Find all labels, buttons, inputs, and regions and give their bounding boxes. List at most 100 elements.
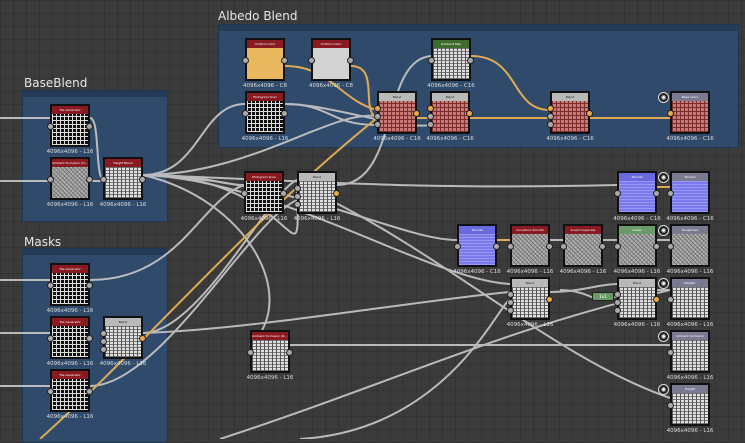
input-port[interactable] bbox=[242, 57, 249, 64]
node-histogram-scan[interactable]: Histogram Scan 4096x4096 - L16 bbox=[241, 171, 287, 222]
input-port[interactable] bbox=[427, 113, 434, 120]
node-height-blend[interactable]: Height Blend 4096x4096 - L16 bbox=[100, 157, 146, 208]
output-port[interactable] bbox=[653, 190, 660, 197]
input-port[interactable] bbox=[614, 307, 621, 314]
node-curvature-smooth[interactable]: Curvature Smooth 4096x4096 - L16 bbox=[507, 224, 553, 275]
input-port[interactable] bbox=[47, 335, 54, 342]
output-port[interactable] bbox=[286, 349, 293, 356]
input-port[interactable] bbox=[100, 338, 107, 345]
node-ambient-occlusion-hbao[interactable]: Ambient Occlusion (HBAO) 4096x4096 - L16 bbox=[47, 157, 93, 208]
node-blend[interactable]: Blend 4096x4096 - L16 bbox=[614, 277, 660, 328]
input-port[interactable] bbox=[428, 57, 435, 64]
input-port[interactable] bbox=[294, 185, 301, 192]
output-port[interactable] bbox=[86, 176, 93, 183]
frame-baseblend[interactable] bbox=[22, 90, 168, 222]
input-port[interactable] bbox=[614, 243, 621, 250]
input-port[interactable] bbox=[614, 291, 621, 298]
input-port[interactable] bbox=[667, 110, 674, 117]
node-blend[interactable]: Blend 4096x4096 - C16 bbox=[373, 91, 421, 142]
output-node-normal[interactable]: Normal 4096x4096 - C16 ◉ bbox=[658, 171, 714, 222]
input-port[interactable] bbox=[294, 201, 301, 208]
output-port[interactable] bbox=[546, 296, 553, 303]
input-port[interactable] bbox=[100, 330, 107, 337]
input-port[interactable] bbox=[507, 307, 514, 314]
output-port[interactable] bbox=[653, 243, 660, 250]
input-port[interactable] bbox=[507, 291, 514, 298]
input-port[interactable] bbox=[547, 105, 554, 112]
input-port[interactable] bbox=[427, 105, 434, 112]
node-blend[interactable]: Blend 4096x4096 - L16 bbox=[507, 277, 553, 328]
input-port[interactable] bbox=[667, 402, 674, 409]
node-blend[interactable]: Blend 4096x4096 - C16 bbox=[426, 91, 474, 142]
output-port[interactable] bbox=[333, 190, 340, 197]
output-port[interactable] bbox=[546, 243, 553, 250]
output-port[interactable] bbox=[653, 296, 660, 303]
input-port[interactable] bbox=[47, 282, 54, 289]
input-port[interactable] bbox=[247, 349, 254, 356]
input-port[interactable] bbox=[667, 190, 674, 197]
node-tile-generator[interactable]: Tile Generator 4096x4096 - L16 bbox=[47, 369, 93, 420]
node-tile-generator[interactable]: Tile Generator 4096x4096 - L16 bbox=[47, 263, 93, 314]
input-port[interactable] bbox=[47, 123, 54, 130]
output-port[interactable] bbox=[86, 335, 93, 342]
output-port[interactable] bbox=[586, 110, 593, 117]
small-node[interactable]: 1x1 bbox=[592, 292, 614, 301]
input-port[interactable] bbox=[667, 349, 674, 356]
input-port[interactable] bbox=[560, 243, 567, 250]
input-port[interactable] bbox=[241, 190, 248, 197]
input-port[interactable] bbox=[47, 388, 54, 395]
output-node-metallic[interactable]: Metallic 4096x4096 - L16 ◉ bbox=[658, 277, 713, 328]
output-port[interactable] bbox=[466, 110, 473, 117]
node-tile-generator[interactable]: Tile Generator 4096x4096 - L16 bbox=[47, 104, 93, 155]
node-normal[interactable]: Normal 4096x4096 - C16 bbox=[453, 224, 501, 275]
node-normal[interactable]: Normal 4096x4096 - C16 bbox=[613, 171, 661, 222]
input-port[interactable] bbox=[427, 121, 434, 128]
node-uniform-color[interactable]: Uniform Color 4096x4096 - C8 bbox=[308, 38, 354, 89]
output-port[interactable] bbox=[347, 57, 354, 64]
node-gradient-map[interactable]: Gradient Map 4096x4096 - C16 bbox=[427, 38, 475, 89]
input-port[interactable] bbox=[614, 299, 621, 306]
input-port[interactable] bbox=[294, 193, 301, 200]
node-levels[interactable]: Levels 4096x4096 - L16 bbox=[614, 224, 660, 275]
output-port[interactable] bbox=[139, 335, 146, 342]
output-port[interactable] bbox=[280, 190, 287, 197]
output-port[interactable] bbox=[281, 110, 288, 117]
input-port[interactable] bbox=[374, 113, 381, 120]
node-tile-generator[interactable]: Tile Generator 4096x4096 - L16 bbox=[47, 316, 93, 367]
node-blend[interactable]: Blend 4096x4096 - L16 bbox=[294, 171, 340, 222]
input-port[interactable] bbox=[614, 190, 621, 197]
input-port[interactable] bbox=[308, 57, 315, 64]
input-port[interactable] bbox=[667, 243, 674, 250]
input-port[interactable] bbox=[667, 296, 674, 303]
input-port[interactable] bbox=[507, 299, 514, 306]
output-node-height[interactable]: Height 4096x4096 - L16 ◉ bbox=[658, 383, 713, 434]
input-port[interactable] bbox=[100, 346, 107, 353]
node-blend[interactable]: Blend 4096x4096 - C16 bbox=[546, 91, 594, 142]
input-port[interactable] bbox=[47, 176, 54, 183]
output-port[interactable] bbox=[599, 243, 606, 250]
input-port[interactable] bbox=[454, 243, 461, 250]
output-port[interactable] bbox=[467, 57, 474, 64]
output-port[interactable] bbox=[281, 57, 288, 64]
node-blend[interactable]: Blend 4096x4096 - L16 bbox=[100, 316, 146, 367]
output-port[interactable] bbox=[413, 110, 420, 117]
input-port[interactable] bbox=[242, 110, 249, 117]
input-port[interactable] bbox=[547, 121, 554, 128]
output-port[interactable] bbox=[139, 176, 146, 183]
input-port[interactable] bbox=[374, 105, 381, 112]
output-node-ambient-occlusion[interactable]: Ambient Occlusion 4096x4096 - L16 ◉ bbox=[658, 330, 713, 381]
output-port[interactable] bbox=[86, 282, 93, 289]
node-invert-grayscale[interactable]: Invert Grayscale 4096x4096 - L16 bbox=[560, 224, 606, 275]
output-port[interactable] bbox=[86, 123, 93, 130]
output-port[interactable] bbox=[493, 243, 500, 250]
input-port[interactable] bbox=[547, 113, 554, 120]
frame-albedo-blend[interactable] bbox=[218, 24, 739, 148]
input-port[interactable] bbox=[374, 121, 381, 128]
output-port[interactable] bbox=[86, 388, 93, 395]
output-node-base-color[interactable]: Base Color 4096x4096 - C16 ◉ bbox=[658, 91, 714, 142]
node-ambient-occlusion-rtao[interactable]: Ambient Occlusion (RTAO) 4096x4096 - L16 bbox=[247, 330, 293, 381]
node-uniform-color[interactable]: Uniform Color 4096x4096 - C8 bbox=[242, 38, 288, 89]
input-port[interactable] bbox=[507, 243, 514, 250]
input-port[interactable] bbox=[100, 176, 107, 183]
node-histogram-scan[interactable]: Histogram Scan 4096x4096 - L16 bbox=[242, 91, 288, 142]
